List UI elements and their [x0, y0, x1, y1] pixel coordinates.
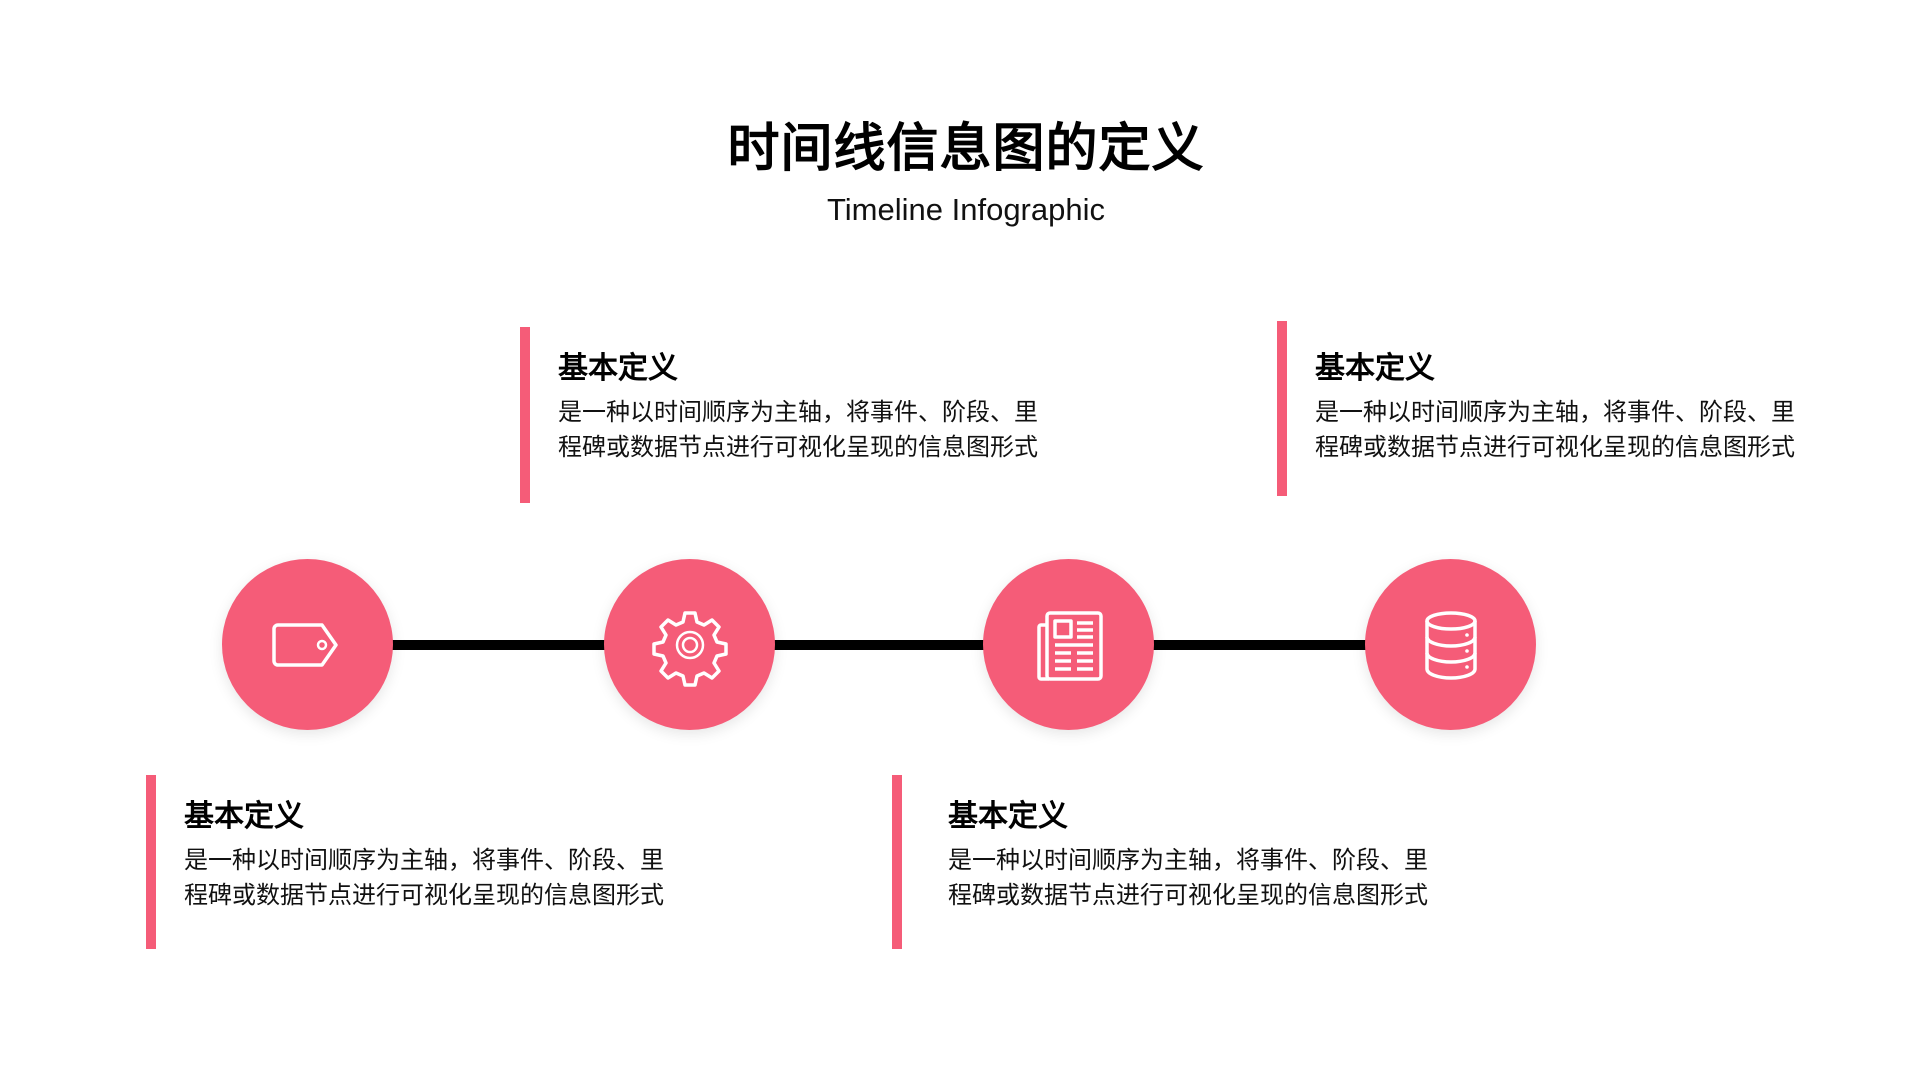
card-body: 是一种以时间顺序为主轴，将事件、阶段、里 程碑或数据节点进行可视化呈现的信息图形… [184, 843, 684, 913]
accent-bar [892, 775, 902, 949]
card-heading: 基本定义 [948, 799, 1068, 834]
accent-bar [520, 327, 530, 503]
newspaper-icon [1036, 610, 1103, 681]
timeline-line [310, 640, 1450, 650]
card-body-line: 程碑或数据节点进行可视化呈现的信息图形式 [558, 433, 1038, 461]
timeline-node-1 [222, 559, 393, 730]
card-body: 是一种以时间顺序为主轴，将事件、阶段、里 程碑或数据节点进行可视化呈现的信息图形… [948, 843, 1448, 913]
card-top-1: 基本定义 是一种以时间顺序为主轴，将事件、阶段、里 程碑或数据节点进行可视化呈现… [520, 327, 1080, 503]
card-body-line: 程碑或数据节点进行可视化呈现的信息图形式 [948, 881, 1428, 909]
card-bottom-2: 基本定义 是一种以时间顺序为主轴，将事件、阶段、里 程碑或数据节点进行可视化呈现… [892, 775, 1452, 949]
page-title: 时间线信息图的定义 [727, 119, 1205, 179]
accent-bar [1277, 321, 1287, 496]
card-heading: 基本定义 [184, 799, 304, 834]
tag-icon [271, 622, 338, 667]
card-top-2: 基本定义 是一种以时间顺序为主轴，将事件、阶段、里 程碑或数据节点进行可视化呈现… [1277, 321, 1837, 496]
timeline-node-2 [604, 559, 775, 730]
timeline-node-3 [983, 559, 1154, 730]
card-body-line: 是一种以时间顺序为主轴，将事件、阶段、里 [1315, 398, 1795, 426]
card-body-line: 是一种以时间顺序为主轴，将事件、阶段、里 [558, 398, 1038, 426]
card-body-line: 程碑或数据节点进行可视化呈现的信息图形式 [184, 881, 664, 909]
gear-icon [651, 610, 728, 687]
card-body-line: 是一种以时间顺序为主轴，将事件、阶段、里 [184, 846, 664, 874]
card-heading: 基本定义 [1315, 351, 1435, 386]
page-subtitle: Timeline Infographic [827, 192, 1105, 227]
card-bottom-1: 基本定义 是一种以时间顺序为主轴，将事件、阶段、里 程碑或数据节点进行可视化呈现… [146, 775, 706, 949]
card-body-line: 程碑或数据节点进行可视化呈现的信息图形式 [1315, 433, 1795, 461]
card-body: 是一种以时间顺序为主轴，将事件、阶段、里 程碑或数据节点进行可视化呈现的信息图形… [1315, 395, 1815, 465]
timeline-node-4 [1365, 559, 1536, 730]
accent-bar [146, 775, 156, 949]
database-icon [1424, 610, 1477, 680]
card-heading: 基本定义 [558, 351, 678, 386]
card-body-line: 是一种以时间顺序为主轴，将事件、阶段、里 [948, 846, 1428, 874]
card-body: 是一种以时间顺序为主轴，将事件、阶段、里 程碑或数据节点进行可视化呈现的信息图形… [558, 395, 1058, 465]
